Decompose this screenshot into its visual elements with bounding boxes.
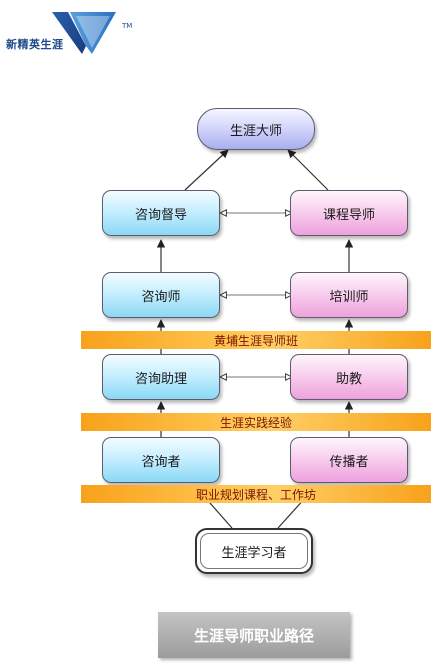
arrow-supervisor-to-master	[184, 149, 229, 191]
trademark-label: TM	[122, 22, 133, 30]
node-consult-assistant: 咨询助理	[102, 354, 220, 400]
node-consult-supervisor: 咨询督导	[102, 190, 220, 236]
node-career-learner: 生涯学习者	[195, 528, 313, 574]
node-label: 生涯大师	[229, 123, 282, 139]
node-trainer: 培训师	[290, 272, 408, 318]
node-label: 课程导师	[322, 207, 375, 223]
node-label: 助教	[335, 371, 362, 387]
band-label: 职业规划课程、工作坊	[195, 487, 316, 502]
band-label: 生涯实践经验	[219, 415, 292, 430]
node-disseminator: 传播者	[290, 437, 408, 483]
node-label: 咨询督导	[134, 207, 187, 223]
band-huangpu-program: 黄埔生涯导师班	[81, 331, 431, 349]
band-career-courses: 职业规划课程、工作坊	[81, 485, 431, 503]
node-label: 咨询师	[141, 289, 181, 305]
node-consultant: 咨询师	[102, 272, 220, 318]
logo-v-mark-icon	[52, 12, 116, 54]
band-label: 黄埔生涯导师班	[213, 333, 298, 348]
brand-logo: TM	[6, 10, 133, 56]
node-label: 咨询者	[141, 454, 181, 470]
node-label: 培训师	[329, 289, 369, 305]
node-course-mentor: 课程导师	[290, 190, 408, 236]
brand-name: 新精英生涯	[6, 38, 64, 51]
caption-text: 生涯导师职业路径	[193, 626, 314, 645]
node-label: 咨询助理	[134, 371, 187, 387]
arrow-mentor-to-master	[287, 149, 329, 191]
diagram-caption: 生涯导师职业路径	[158, 612, 350, 658]
node-label: 传播者	[329, 454, 369, 470]
node-consultee: 咨询者	[102, 437, 220, 483]
node-career-master: 生涯大师	[197, 108, 315, 150]
node-teaching-assistant: 助教	[290, 354, 408, 400]
node-label: 生涯学习者	[221, 545, 287, 561]
band-practice-experience: 生涯实践经验	[81, 413, 431, 431]
node-inner-border: 生涯学习者	[200, 533, 308, 569]
